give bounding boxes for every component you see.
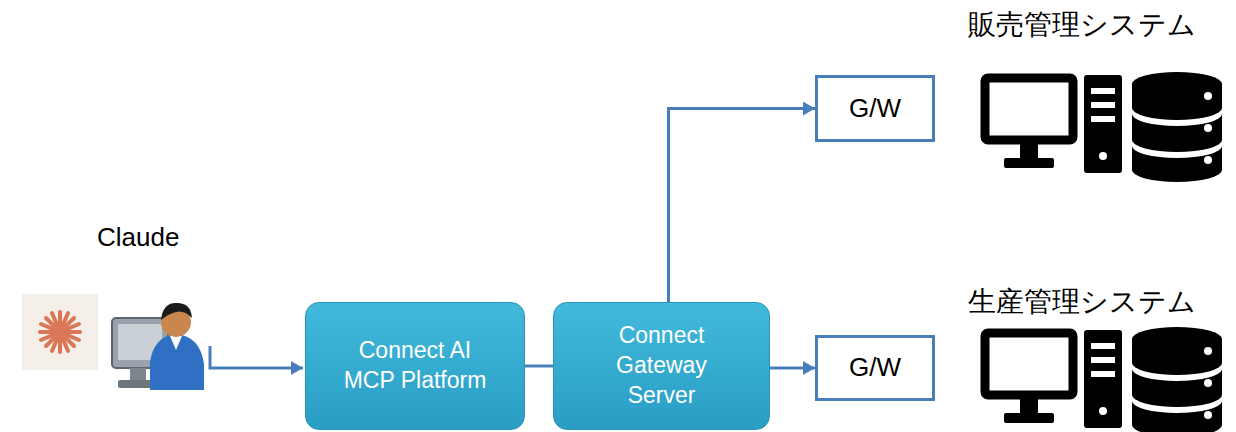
user-link <box>210 346 303 368</box>
system-label: 生産管理システム <box>968 283 1196 321</box>
sales-system-icon <box>985 72 1222 182</box>
connector-arrow <box>770 367 815 370</box>
connector-arrow <box>525 365 553 368</box>
claude-logo <box>22 294 98 370</box>
user-at-computer <box>112 303 204 390</box>
connector-arrow <box>669 109 816 303</box>
box-text: G/W <box>849 93 901 124</box>
box-text: G/W <box>849 352 901 383</box>
gateway-box: G/W <box>815 335 935 401</box>
platform-box: Connect AI MCP Platform <box>305 302 525 430</box>
production-system-icon <box>985 327 1222 432</box>
gateway-server-box: Connect Gateway Server <box>553 302 770 430</box>
gateway-box: G/W <box>815 75 935 142</box>
system-label: 販売管理システム <box>968 6 1196 44</box>
box-text: Connect AI MCP Platform <box>335 336 495 396</box>
agent-label: Claude <box>97 222 179 253</box>
box-text: Connect Gateway Server <box>602 321 722 411</box>
